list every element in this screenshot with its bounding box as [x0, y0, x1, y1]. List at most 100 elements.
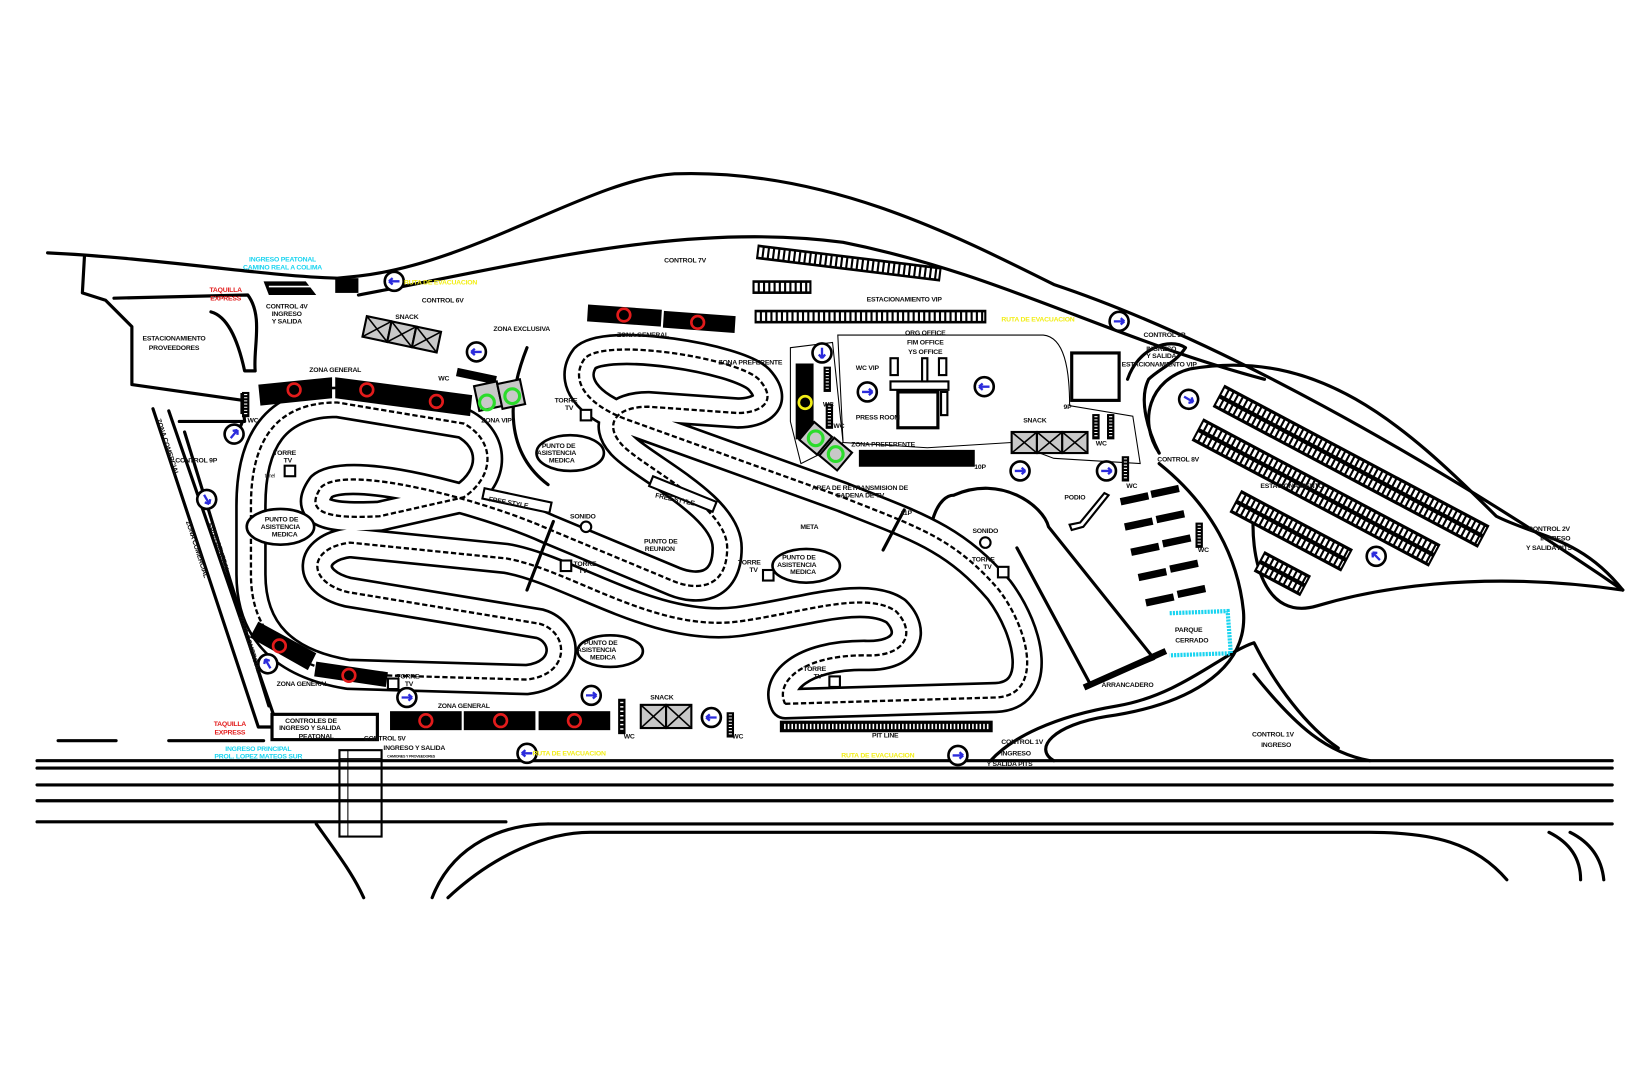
label-taquilla-express: TAQUILLA — [209, 287, 242, 294]
label-ingreso-peatonal: INGRESO PEATONAL — [249, 256, 316, 263]
label-asistencia: ASISTENCIA — [261, 524, 301, 531]
label-area-retransmision-2: CADENA DE TV — [836, 492, 885, 499]
label-torre: TORRE — [555, 397, 578, 404]
label-control-6v: CONTROL 6V — [422, 297, 464, 304]
snack-icon — [639, 703, 693, 730]
label-controles-peatonal-3: PEATONAL — [299, 734, 334, 741]
label-medica: MEDICA — [790, 569, 816, 576]
label-controles-peatonal-2: INGRESO Y SALIDA — [279, 725, 341, 732]
label-press-room: PRESS ROOM — [856, 414, 901, 421]
label-torre: TORRE — [397, 674, 420, 681]
label-wc-vip: WC VIP — [856, 365, 880, 372]
label-parque-cerrado: PARQUE — [1175, 627, 1203, 634]
label-estacionamiento-proveedores: ESTACIONAMIENTO — [143, 335, 207, 342]
label-zona-general-vertical: ZONA GENERAL — [207, 522, 230, 574]
label-wc: WC — [248, 417, 259, 424]
label-ruta-evacuacion: RUTA DE EVACUACION — [841, 753, 914, 760]
label-wc: WC — [624, 734, 635, 741]
label-area-retransmision: AREA DE RETRANSMISION DE — [812, 485, 909, 492]
bridge — [525, 519, 555, 592]
label-ruta-evacuacion: RUTA DE EVACUACION — [533, 750, 606, 757]
label-taquilla-express-2: EXPRESS — [210, 295, 241, 302]
label-control-1v-2: INGRESO — [1261, 742, 1292, 749]
label-punto: PUNTO DE — [584, 640, 618, 647]
label-control-4v-3: Y SALIDA — [272, 318, 302, 325]
label-medica: MEDICA — [590, 655, 616, 662]
highway — [35, 739, 1614, 900]
label-11p: 11P — [901, 510, 913, 517]
label-podio: PODIO — [1064, 494, 1086, 501]
race-track — [235, 333, 1234, 733]
label-punto-reunion: PUNTO DE — [644, 539, 678, 546]
label-control-2v-3: Y SALIDA PITS — [1526, 545, 1572, 552]
label-zona-exclusiva: ZONA EXCLUSIVA — [493, 326, 550, 333]
label-tv: TV — [284, 458, 293, 465]
label-zona-comercial: ZONA COMERCIAL — [184, 520, 209, 579]
label-ingreso-principal: INGRESO PRINCIPAL — [225, 746, 291, 753]
label-ingreso-principal-2: PROL. LOPEZ MATEOS SUR — [214, 754, 302, 761]
label-control-5v-2: INGRESO Y SALIDA — [383, 745, 445, 752]
label-torre: TORRE — [803, 666, 826, 673]
label-zona-general: ZONA GENERAL — [617, 332, 669, 339]
label-ruta-evacuacion: RUTA DE EVACUACION — [404, 279, 477, 286]
label-zona-preferente: ZONA PREFERENTE — [851, 442, 915, 449]
label-torre: TORRE — [972, 557, 995, 564]
label-wc: WC — [438, 375, 449, 382]
label-wc: WC — [732, 734, 743, 741]
bridge — [881, 508, 906, 552]
label-punto: PUNTO DE — [782, 554, 816, 561]
label-control-8v: CONTROL 8V — [1157, 456, 1199, 463]
label-control-3p-3: Y SALIDA — [1146, 353, 1176, 360]
snack-icon — [361, 315, 443, 354]
label-estacionamiento: ESTACIONAMIENTO — [1260, 483, 1324, 490]
label-control-4v: CONTROL 4V — [266, 304, 308, 311]
parque-cerrado-outline — [1169, 608, 1234, 658]
label-wc: WC — [1198, 547, 1209, 554]
label-medica: MEDICA — [272, 531, 298, 538]
grid-boxes — [1119, 484, 1207, 607]
label-taquilla-express-2: EXPRESS — [214, 729, 245, 736]
label-sonido: SONIDO — [972, 528, 999, 535]
label-tv: TV — [405, 681, 414, 688]
label-asistencia: ASISTENCIA — [577, 647, 617, 654]
label-torre: TORRE — [738, 560, 761, 567]
snack-icon — [1010, 430, 1089, 455]
label-tv: TV — [983, 564, 992, 571]
label-zona-general: ZONA GENERAL — [438, 703, 490, 710]
label-pit-line: PIT LINE — [872, 733, 899, 740]
buildings — [240, 278, 1205, 742]
label-torre: TORRE — [574, 561, 597, 568]
label-punto-reunion-2: REUNION — [645, 546, 675, 553]
label-tv: TV — [565, 405, 574, 412]
label-ruta-evacuacion: RUTA DE EVACUACION — [1001, 316, 1074, 323]
label-org-office: ORG OFFICE — [905, 330, 946, 337]
sound-icon — [579, 520, 992, 549]
label-control-3p-4: ESTACIONAMIENTO VIP — [1122, 362, 1198, 369]
label-snack: SNACK — [650, 695, 674, 702]
label-ingreso-peatonal-2: CAMINO REAL A COLIMA — [243, 265, 322, 272]
label-estacionamiento-proveedores-2: PROVEEDORES — [149, 345, 200, 352]
label-parque-cerrado-2: CERRADO — [1175, 638, 1209, 645]
label-control-7v: CONTROL 7V — [664, 257, 706, 264]
label-tv: TV — [579, 568, 588, 575]
label-estacionamiento-vip: ESTACIONAMIENTO VIP — [867, 296, 943, 303]
label-control-1v-pits-3: Y SALIDA PITS — [987, 761, 1033, 768]
label-zona-preferente: ZONA PREFERENTE — [718, 360, 782, 367]
label-sonido: SONIDO — [570, 513, 597, 520]
label-wc: WC — [823, 402, 834, 409]
label-snack: SNACK — [1023, 417, 1047, 424]
label-asistencia: ASISTENCIA — [777, 562, 817, 569]
label-torre: TORRE — [273, 450, 296, 457]
label-ys-office: YS OFFICE — [908, 349, 943, 356]
label-wc: WC — [1126, 483, 1137, 490]
label-meta: META — [800, 524, 818, 531]
label-tv: TV — [814, 674, 823, 681]
label-taquilla-express: TAQUILLA — [214, 721, 247, 728]
label-arrancadero: ARRANCADERO — [1102, 682, 1155, 689]
grandstands — [240, 304, 1207, 731]
label-10p: 10P — [974, 464, 986, 471]
label-zona-vip: ZONA VIP — [481, 417, 512, 424]
label-zona-general: ZONA GENERAL — [309, 367, 361, 374]
